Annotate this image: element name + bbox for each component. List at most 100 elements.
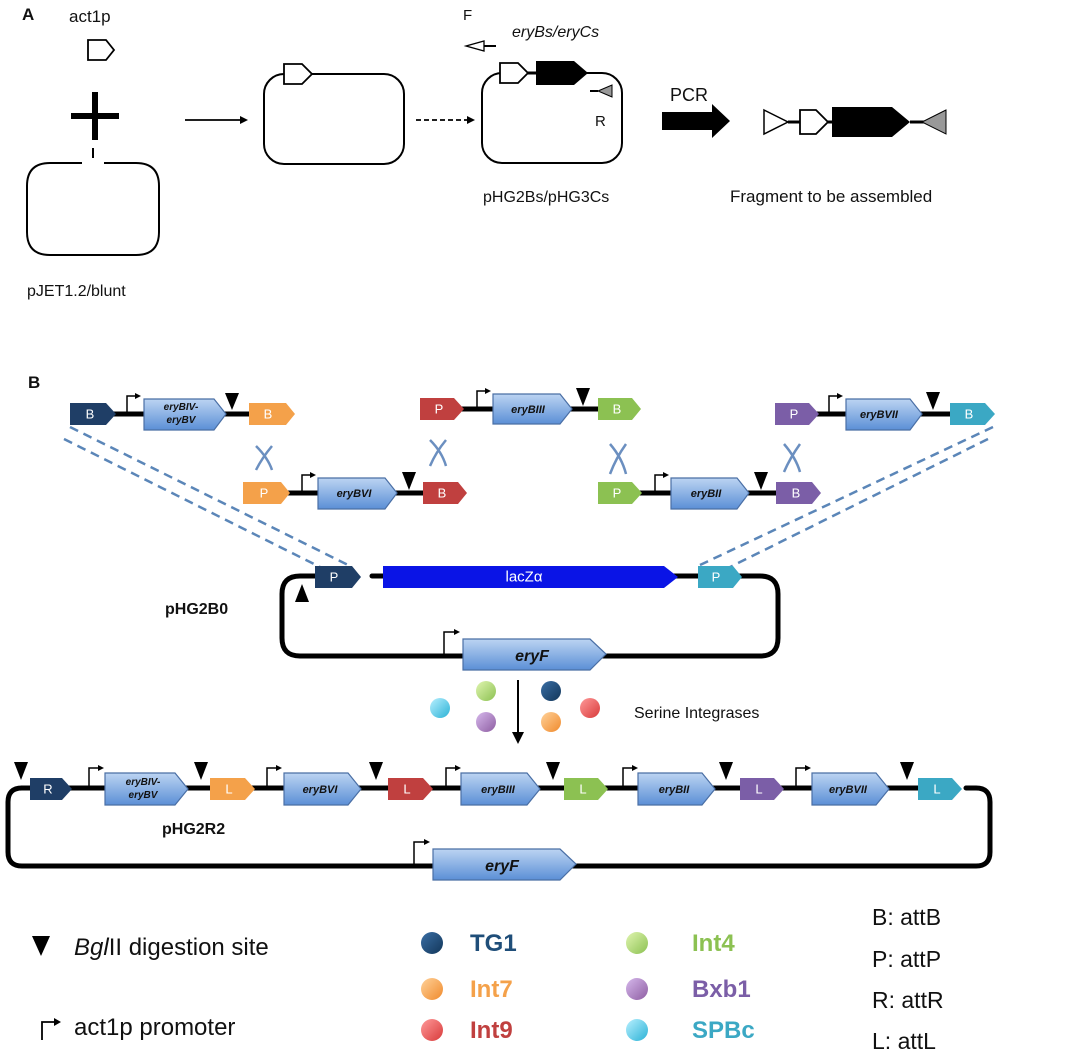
crossover-marks xyxy=(254,439,802,475)
backbone-left-attp xyxy=(315,566,361,588)
final-promoter-2 xyxy=(266,767,278,786)
final-site-2-label: L xyxy=(225,782,232,797)
fragment-label: Fragment to be assembled xyxy=(730,187,932,206)
cassette-3: P eryBVII B xyxy=(775,392,995,431)
cassette-3-bglii-icon xyxy=(926,392,940,410)
plus-vertical xyxy=(92,92,98,140)
cassette-4-attp-site xyxy=(243,482,290,504)
cassette-3-gene xyxy=(845,398,923,431)
legend-int7-label: Int7 xyxy=(470,976,513,1003)
backbone-name-label: pHG2B0 xyxy=(165,601,228,618)
legend-int4-icon xyxy=(626,932,648,954)
cassette-2-left-label: P xyxy=(435,402,444,417)
final-gene-2 xyxy=(283,772,362,806)
cassette-5-attp-site xyxy=(598,482,642,504)
final-bglii-2 xyxy=(194,762,208,780)
final-gene-4-label: eryBII xyxy=(659,784,691,796)
panel-a-label: A xyxy=(22,5,34,24)
cassette-1-gene-line1: eryBIV- xyxy=(164,402,199,413)
cassette-2-gene-label: eryBIII xyxy=(511,404,546,416)
cassette-5-gene xyxy=(670,477,750,510)
cassette-1-attb-int7 xyxy=(249,403,295,425)
legend-tg1-icon xyxy=(421,932,443,954)
crossover-4b xyxy=(782,443,802,473)
pjet-vector-open xyxy=(26,162,160,256)
legend-bglii-icon xyxy=(32,936,50,956)
crossover-3a xyxy=(609,443,628,475)
cassette-2: P eryBIII B xyxy=(420,388,641,425)
final-plasmid: R eryBIV- eryBV L eryBVI L eryBIII L ery… xyxy=(5,762,993,881)
integrase-caption: Serine Integrases xyxy=(634,705,759,722)
legend-bglii-text: BglII digestion site xyxy=(74,934,269,961)
final-bglii-3 xyxy=(369,762,383,780)
cassette-3-gene-label: eryBVII xyxy=(860,409,899,421)
primer-r-label: R xyxy=(595,113,606,130)
legend-bglii-rest: II digestion site xyxy=(109,934,269,961)
primer-f-label: F xyxy=(463,7,472,24)
cassette-3-attb-spbc xyxy=(950,403,995,425)
final-attl-spbc xyxy=(918,778,962,800)
cassette-1: B eryBIV- eryBV B xyxy=(70,393,295,431)
final-name-label: pHG2R2 xyxy=(162,821,225,838)
backbone-eryf-gene xyxy=(462,638,607,671)
cassette-5-left-label: P xyxy=(613,486,622,501)
final-promoter-4 xyxy=(622,767,634,786)
final-gene-1-line2: eryBV xyxy=(129,790,159,801)
legend-att-r: R: attR xyxy=(872,987,944,1013)
backbone-right-site-label: P xyxy=(712,570,721,585)
legend-promoter-text: act1p promoter xyxy=(74,1014,235,1041)
cassette-1-bglii-icon xyxy=(225,393,239,410)
crossover-1a xyxy=(255,445,274,471)
cassette-1-gene xyxy=(143,398,227,431)
final-site-6-label: L xyxy=(933,782,940,797)
legend-bxb1-icon xyxy=(626,978,648,1000)
guide-dash-left-2 xyxy=(63,437,337,577)
crossover-3b xyxy=(608,443,628,475)
cassette-3-promoter-icon xyxy=(828,395,839,412)
final-eryf-gene xyxy=(432,848,577,881)
final-site-5-label: L xyxy=(755,782,762,797)
final-gene-5-label: eryBVII xyxy=(829,784,868,796)
legend-promoter-icon xyxy=(41,1021,56,1040)
guide-dash-right-1 xyxy=(699,425,994,567)
final-gene-3 xyxy=(460,772,541,806)
act1p-label: act1p xyxy=(69,7,111,26)
legend-att-l: L: attL xyxy=(872,1028,936,1054)
cassette-4-bglii-icon xyxy=(402,472,416,490)
final-bglii-6 xyxy=(900,762,914,780)
final-promoter-3 xyxy=(445,767,457,786)
final-site-1-label: R xyxy=(43,782,52,797)
cassette-2-gene xyxy=(492,393,573,425)
cassette-5-right-label: B xyxy=(792,486,801,501)
cassette-1-attb-site xyxy=(70,403,116,425)
fragment-gene-icon xyxy=(832,107,910,137)
ball-int7 xyxy=(541,712,561,732)
cassette-2-bglii-icon xyxy=(576,388,590,406)
cassette-4-promoter-icon xyxy=(301,474,312,491)
final-attl-int7 xyxy=(210,778,255,800)
ball-int4 xyxy=(476,681,496,701)
fragment-primer-f-icon xyxy=(763,108,790,136)
legend-tg1-label: TG1 xyxy=(470,930,517,957)
backbone-eryf-label: eryF xyxy=(515,648,550,665)
final-bglii-4 xyxy=(546,762,560,780)
legend-spbc-icon xyxy=(626,1019,648,1041)
final-attl-int9 xyxy=(388,778,433,800)
crossover-2b xyxy=(428,439,447,467)
cassette-4-left-label: P xyxy=(260,486,269,501)
legend-spbc-label: SPBc xyxy=(692,1017,755,1044)
cassette-2-right-label: B xyxy=(613,402,622,417)
cassette-3-attp-site xyxy=(775,403,819,425)
legend-bglii-italic: Bgl xyxy=(74,934,109,961)
final-bglii-5 xyxy=(719,762,733,780)
cassette-4-right-label: B xyxy=(438,486,447,501)
legend: BglII digestion site act1p promoter TG1 … xyxy=(32,904,944,1054)
backbone-bglii-icon xyxy=(295,584,309,602)
guide-dash-right-2 xyxy=(713,437,989,577)
lacz-label: lacZα xyxy=(505,569,542,586)
step-arrow-2-head xyxy=(467,116,475,124)
cassette-2-attp-site xyxy=(420,398,464,420)
backbone-right-attp xyxy=(698,566,742,588)
final-attl-bxb1 xyxy=(740,778,784,800)
